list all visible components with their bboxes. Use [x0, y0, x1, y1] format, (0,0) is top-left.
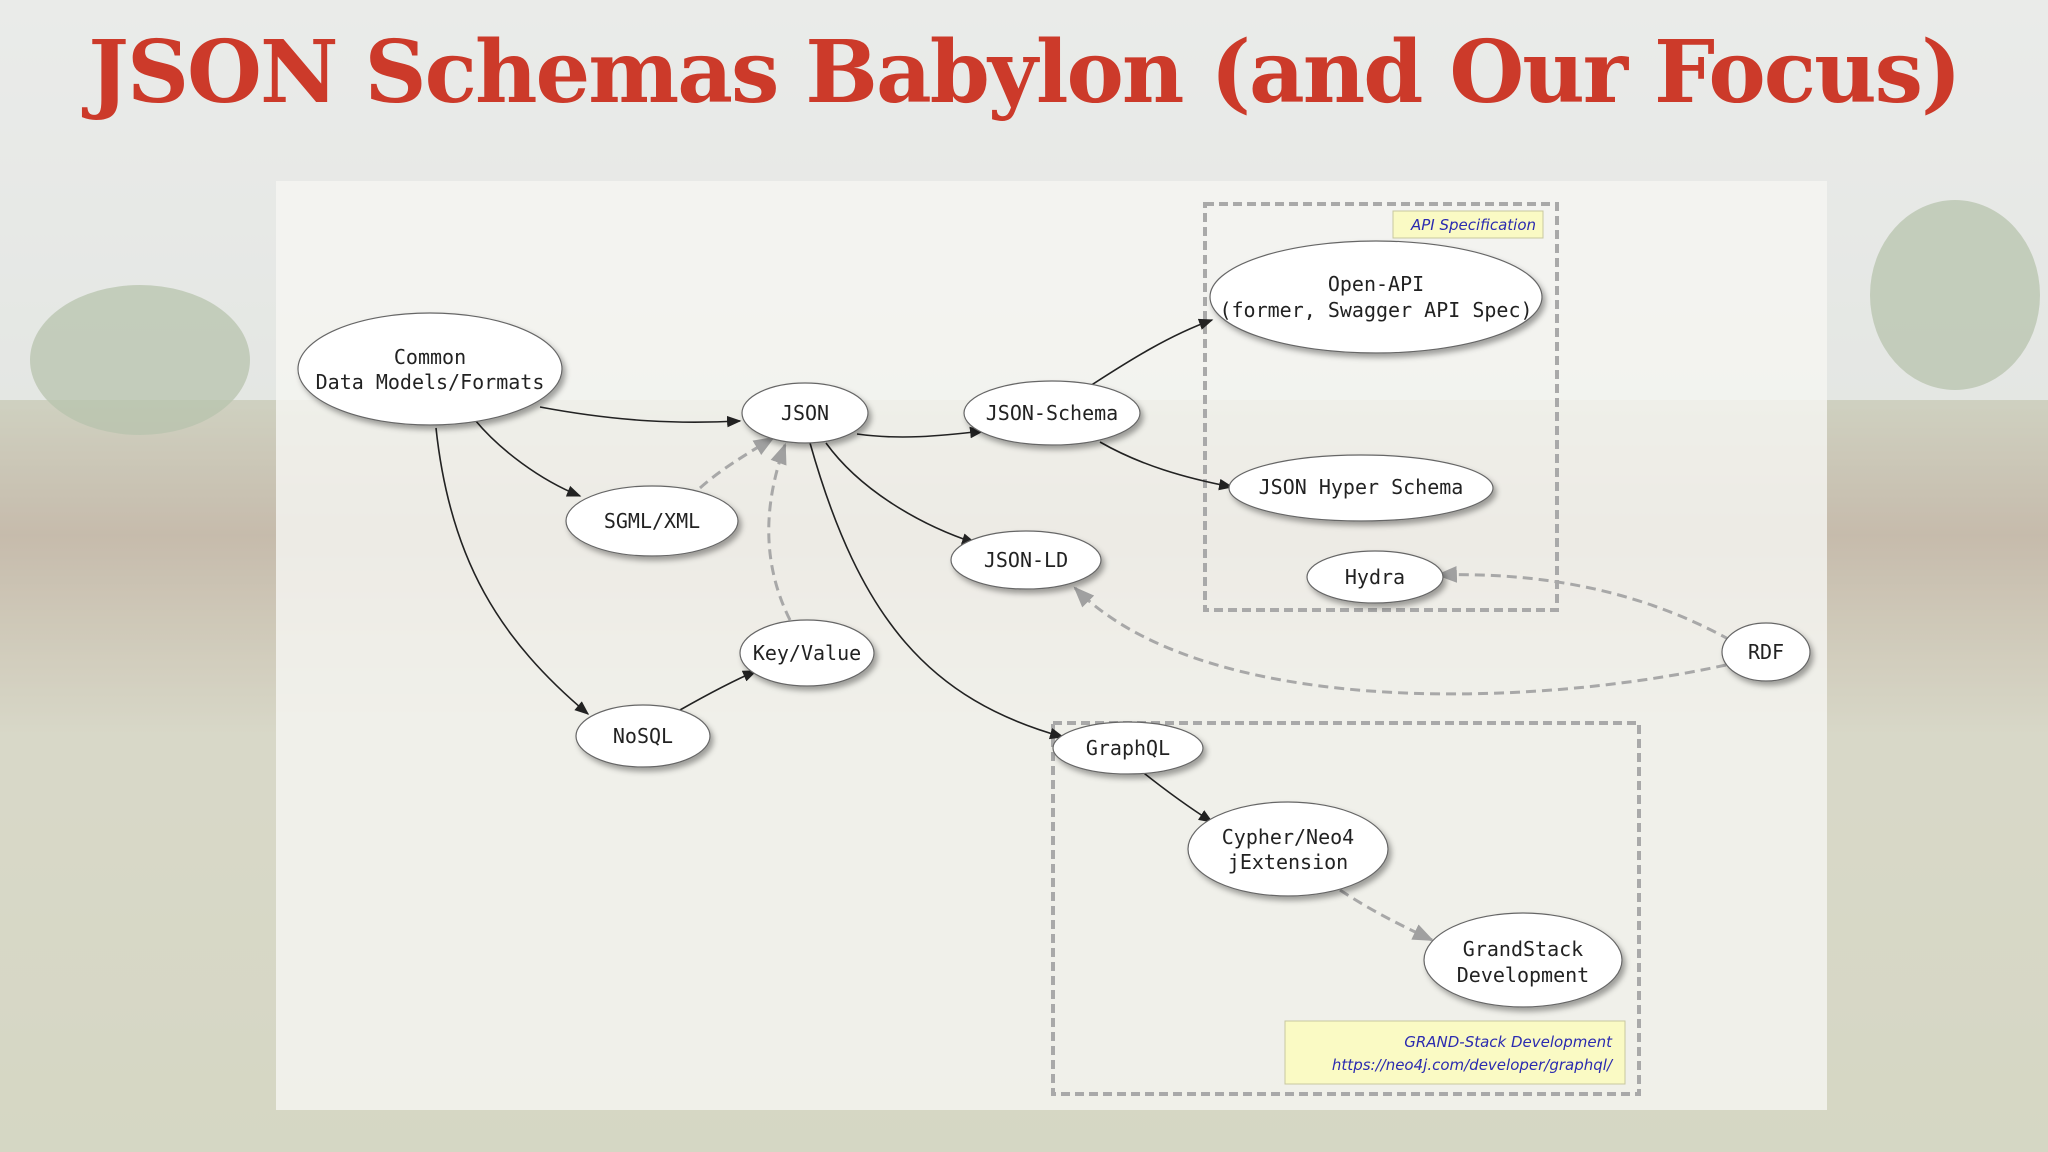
edge-nosql-keyvalue	[679, 670, 758, 711]
node-rdf: RDF	[1721, 622, 1811, 682]
node-cypher: Cypher/Neo4 jExtension	[1187, 801, 1389, 897]
node-json: JSON	[741, 382, 869, 444]
edge-json-graphql	[809, 442, 1065, 740]
node-grandstack-line2: Development	[1457, 963, 1589, 987]
background-tree-right	[1870, 200, 2040, 390]
node-key-value: Key/Value	[739, 619, 875, 687]
node-nosql-label: NoSQL	[613, 724, 673, 748]
node-graphql: GraphQL	[1052, 721, 1204, 775]
edge-jsonschema-hyperschema	[1099, 441, 1234, 491]
node-json-hyper-schema-label: JSON Hyper Schema	[1259, 475, 1464, 499]
node-hydra-label: Hydra	[1345, 565, 1405, 589]
node-rdf-label: RDF	[1748, 640, 1784, 664]
node-open-api-line1: Open-API	[1328, 272, 1424, 296]
node-cypher-line1: Cypher/Neo4	[1222, 825, 1354, 849]
edge-rdf-jsonld	[1073, 586, 1727, 696]
node-common-line1: Common	[394, 345, 466, 369]
edge-graphql-cypher	[1139, 769, 1214, 823]
node-common: Common Data Models/Formats	[297, 312, 563, 426]
edge-rdf-hydra	[1435, 566, 1731, 642]
edge-sgml-json	[698, 436, 775, 490]
edge-json-jsonld	[825, 442, 977, 545]
edge-jsonschema-openapi	[1089, 318, 1214, 387]
node-nosql: NoSQL	[575, 704, 711, 768]
node-json-ld-label: JSON-LD	[984, 548, 1068, 572]
node-open-api-line2: (former, Swagger API Spec)	[1219, 298, 1532, 322]
node-json-schema-label: JSON-Schema	[986, 401, 1118, 425]
api-spec-note-box	[1392, 210, 1544, 239]
api-spec-cluster	[1203, 202, 1559, 612]
edge-common-json	[539, 406, 742, 428]
node-graphql-label: GraphQL	[1086, 736, 1170, 760]
grand-note-url: https://neo4j.com/developer/graphql/	[1332, 1056, 1614, 1074]
edge-cypher-grandstack	[1339, 888, 1434, 942]
node-grandstack: GrandStack Development	[1423, 912, 1623, 1008]
grand-note-title: GRAND-Stack Development	[1404, 1033, 1613, 1051]
api-spec-note: API Specification	[1410, 216, 1536, 234]
node-common-line2: Data Models/Formats	[316, 370, 545, 394]
edge-keyvalue-json	[767, 443, 792, 621]
node-hydra: Hydra	[1306, 550, 1444, 604]
node-open-api: Open-API (former, Swagger API Spec)	[1209, 240, 1543, 354]
node-json-hyper-schema: JSON Hyper Schema	[1228, 454, 1494, 522]
node-key-value-label: Key/Value	[753, 641, 861, 665]
node-json-ld: JSON-LD	[950, 530, 1102, 590]
node-json-schema: JSON-Schema	[963, 380, 1141, 446]
node-grandstack-line1: GrandStack	[1463, 937, 1583, 961]
slide-title: JSON Schemas Babylon (and Our Focus)	[88, 22, 1961, 123]
edge-common-nosql	[435, 427, 590, 715]
grandstack-cluster	[1051, 721, 1641, 1096]
node-cypher-line2: jExtension	[1228, 850, 1348, 874]
node-json-label: JSON	[781, 401, 829, 425]
edge-common-sgml	[474, 419, 582, 497]
node-sgml-xml: SGML/XML	[565, 485, 739, 557]
node-sgml-xml-label: SGML/XML	[604, 509, 700, 533]
edge-json-jsonschema	[856, 426, 985, 439]
background-tree-left	[30, 285, 250, 435]
grand-note-box	[1284, 1020, 1626, 1085]
